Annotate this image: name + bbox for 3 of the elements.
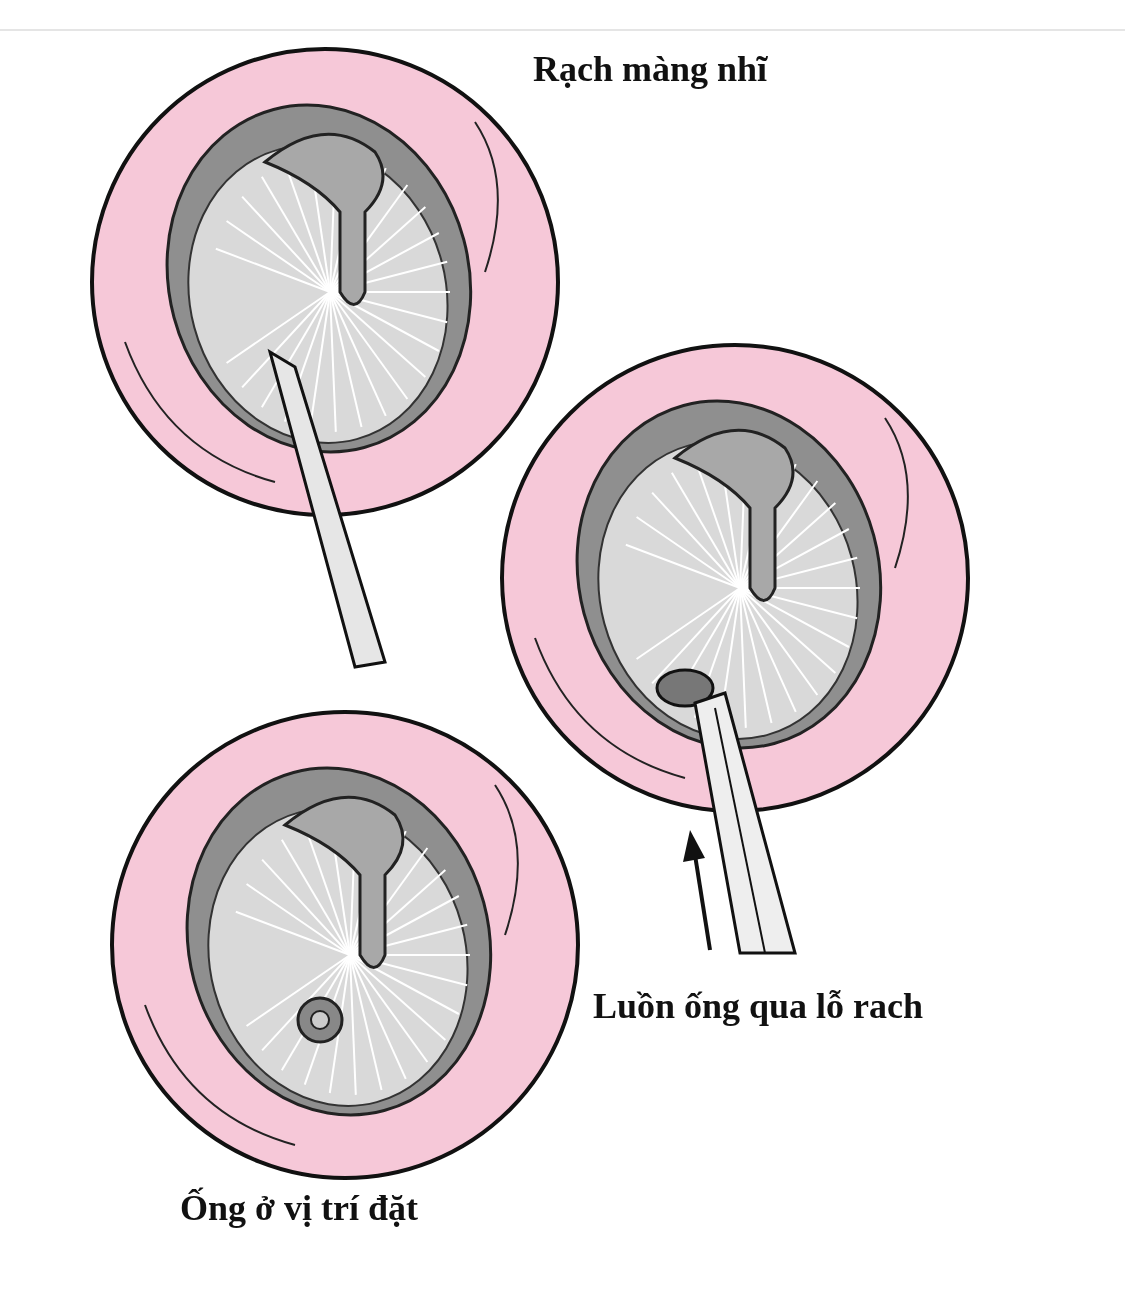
step-caption: Ống ở vị trí đặt [180, 1187, 418, 1229]
step-caption: Rạch màng nhĩ [533, 48, 768, 90]
step-caption: Luồn ống qua lỗ rach [593, 985, 924, 1027]
